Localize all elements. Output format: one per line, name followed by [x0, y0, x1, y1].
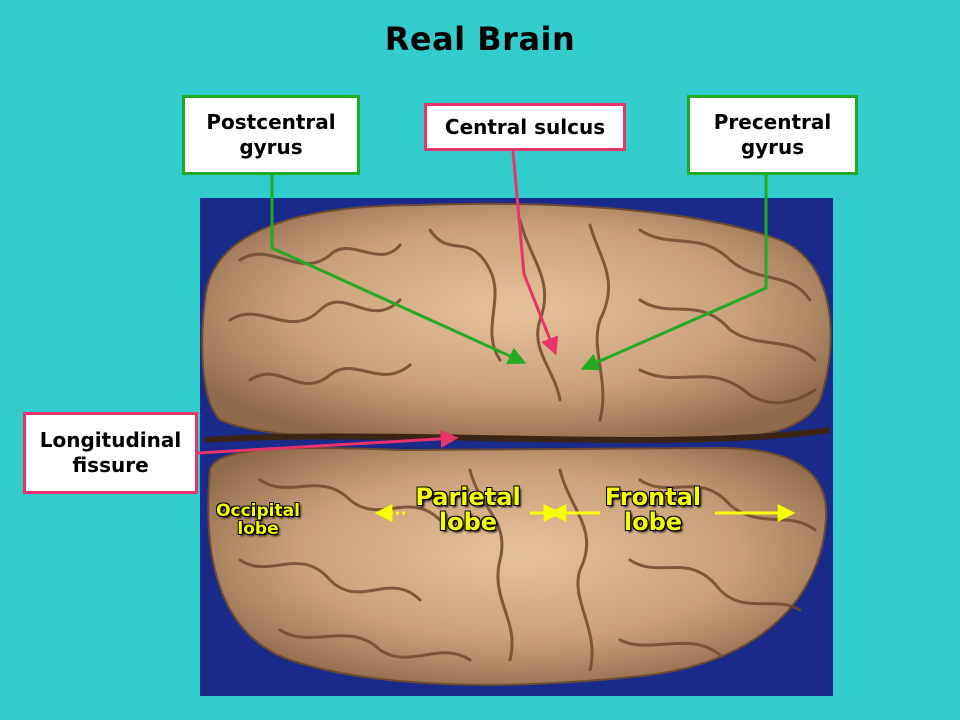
central-sulcus-label: Central sulcus: [424, 103, 626, 151]
precentral-gyrus-label: Precentral gyrus: [687, 95, 858, 175]
upper-hemisphere: [201, 202, 832, 440]
occipital-lobe-label: Occipital lobe: [216, 501, 300, 539]
longitudinal-fissure-line: [204, 427, 831, 444]
parietal-lobe-label: Parietal lobe: [415, 483, 521, 537]
central-sulcus-leader: [511, 150, 559, 356]
frontal-lobe-label: Frontal lobe: [604, 483, 702, 537]
postcentral-gyrus-label: Postcentral gyrus: [182, 95, 360, 175]
longitudinal-leader: [197, 429, 459, 455]
precentral-leader: [580, 175, 768, 371]
page-title: Real Brain: [384, 20, 576, 58]
longitudinal-fissure-label: Longitudinal fissure: [23, 412, 198, 494]
postcentral-leader: [270, 175, 527, 365]
